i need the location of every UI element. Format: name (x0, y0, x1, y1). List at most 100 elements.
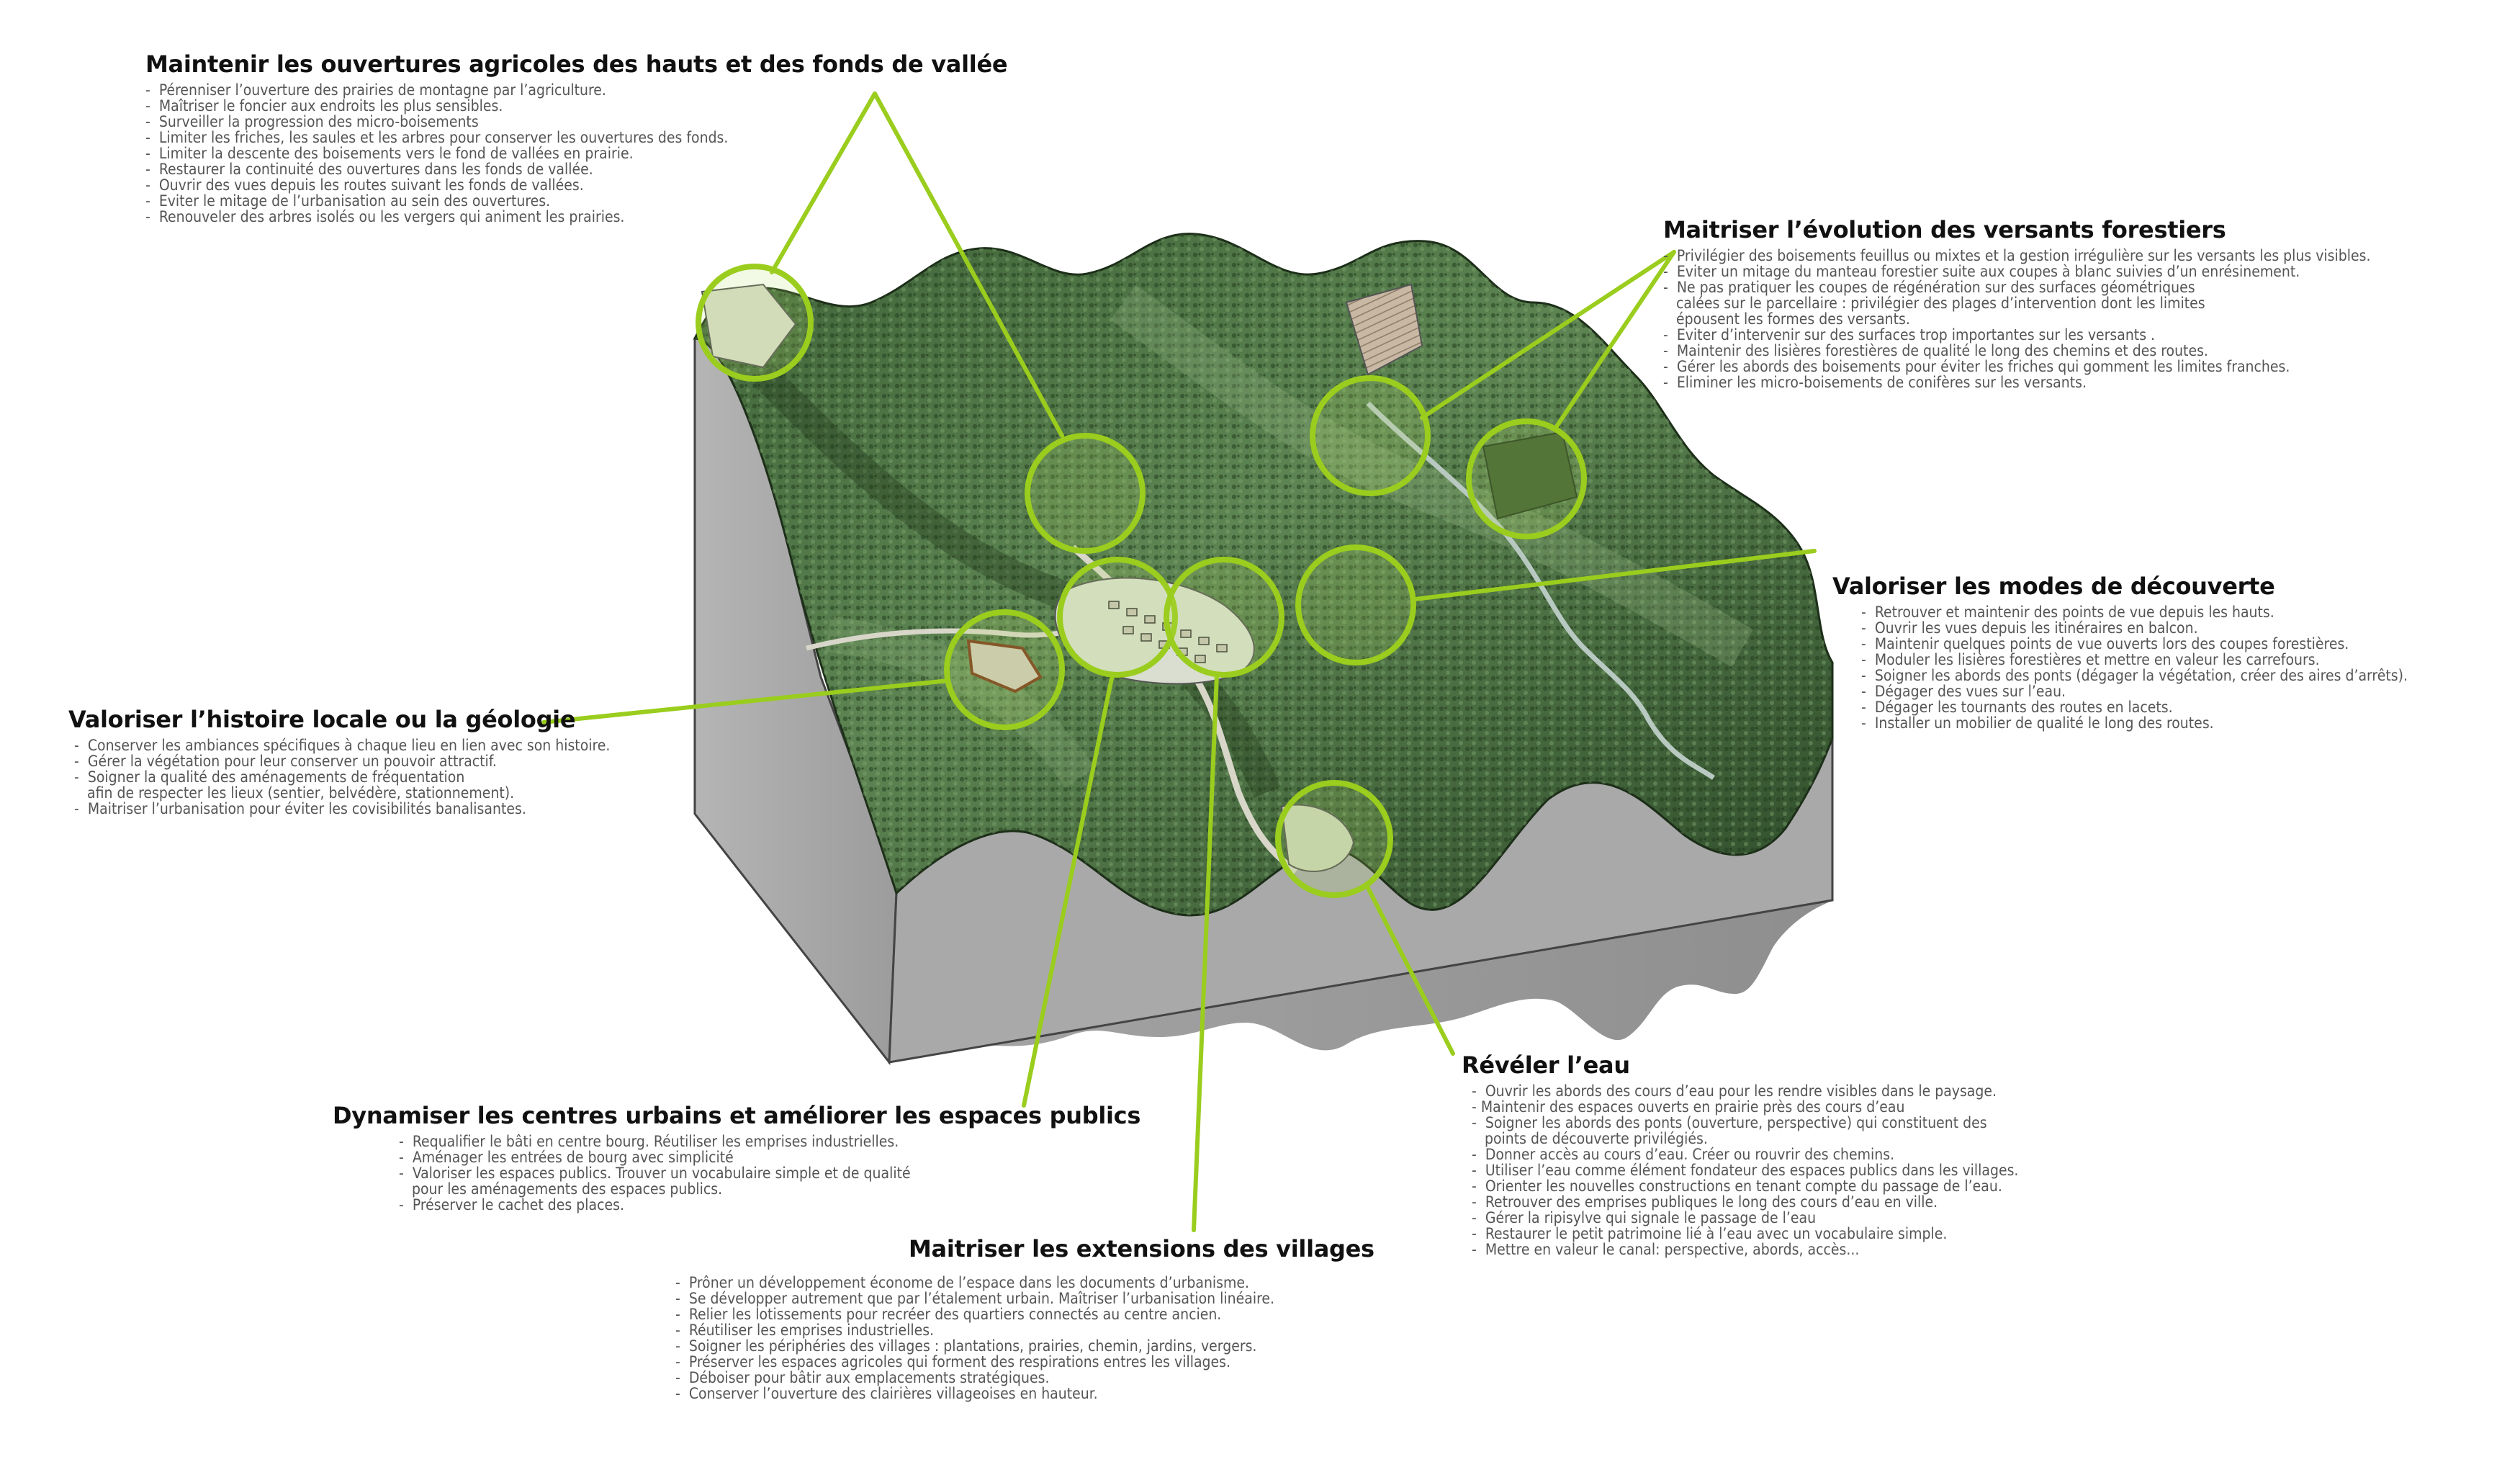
leader-extensions (1192, 673, 1219, 1232)
circle-forest-slope (1310, 375, 1431, 496)
list-item: - Eliminer les micro-boisements de conif… (1663, 374, 2087, 391)
list-item: - Donner accès au cours d’eau. Créer ou … (1472, 1146, 1895, 1163)
leader-histoire (541, 678, 950, 724)
list-item: - Maintenir quelques points de vue ouver… (1861, 635, 2349, 652)
list-item: - Limiter la descente des boisements ver… (145, 145, 634, 162)
block-list: - Conserver les ambiances spécifiques à … (68, 737, 610, 817)
list-item: - Retrouver des emprises publiques le lo… (1472, 1193, 1938, 1211)
list-item: - Privilégier des boisements feuillus ou… (1663, 247, 2371, 264)
block-title: Valoriser l’histoire locale ou la géolog… (68, 706, 576, 733)
list-item: - Ouvrir les abords des cours d’eau pour… (1472, 1082, 1997, 1100)
top-left-pasture (701, 283, 797, 369)
list-item: - Préserver les espaces agricoles qui fo… (675, 1353, 1230, 1370)
list-item: calées sur le parcellaire : privilégier … (1663, 295, 2205, 312)
block-centres: Dynamiser les centres urbains et amélior… (333, 1102, 1140, 1213)
block-list: - Requalifier le bâti en centre bourg. R… (333, 1134, 1140, 1213)
list-item: - Préserver le cachet des places. (399, 1196, 624, 1213)
list-item: - Renouveler des arbres isolés ou les ve… (145, 208, 625, 225)
circle-river-meadow (1275, 780, 1393, 898)
list-item: - Maintenir des lisières forestières de … (1663, 342, 2208, 359)
list-item: - Ne pas pratiquer les coupes de régénér… (1663, 279, 2195, 296)
list-item: - Conserver l’ouverture des clairières v… (675, 1385, 1098, 1402)
leader-decouverte (1413, 549, 1817, 601)
list-item: - Limiter les friches, les saules et les… (145, 129, 729, 146)
block-eau: Révéler l’eau - Ouvrir les abords des co… (1462, 1051, 2018, 1257)
circle-valley-opening (1025, 433, 1146, 554)
leader-centres (1022, 673, 1115, 1108)
list-item: - Surveiller la progression des micro-bo… (145, 113, 479, 130)
list-item: - Dégager les tournants des routes en la… (1861, 699, 2173, 716)
village-houses (1108, 601, 1228, 663)
list-item: - Orienter les nouvelles constructions e… (1472, 1177, 2002, 1195)
leader-versants-2 (1553, 250, 1676, 431)
list-item: - Soigner la qualité des aménagements de… (74, 768, 465, 786)
block-title: Maitriser l’évolution des versants fores… (1663, 216, 2226, 243)
circle-top-left-pasture (696, 264, 814, 382)
leader-ouvertures-1 (770, 91, 877, 274)
list-item: - Réutiliser les emprises industrielles. (675, 1322, 935, 1339)
block-list: - Prôner un développement économe de l’e… (675, 1275, 1274, 1401)
list-item: - Pérenniser l’ouverture des prairies de… (145, 81, 606, 99)
fortified-site (966, 639, 1043, 694)
list-item: - Soigner les périphéries des villages :… (675, 1337, 1257, 1355)
block-extensions: Maitriser les extensions des villages (909, 1235, 1374, 1267)
highlight-circles (696, 264, 1587, 898)
list-item: - Retrouver et maintenir des points de v… (1861, 604, 2274, 621)
list-item: - Eviter d’intervenir sur des surfaces t… (1663, 326, 2156, 344)
circle-conifer-patch (1466, 418, 1587, 539)
list-item: - Gérer la ripisylve qui signale le pass… (1472, 1209, 1817, 1226)
list-item: afin de respecter les lieux (sentier, be… (74, 784, 515, 802)
list-item: - Eviter le mitage de l’urbanisation au … (145, 192, 551, 210)
hillside-fields (1345, 283, 1423, 376)
list-item: - Aménager les entrées de bourg avec sim… (399, 1149, 734, 1166)
list-item: - Restaurer la continuité des ouvertures… (145, 161, 593, 178)
block-title: Révéler l’eau (1462, 1051, 1630, 1079)
list-item: épousent les formes des versants. (1663, 310, 1910, 328)
list-item: - Moduler les lisières forestières et me… (1861, 651, 2320, 668)
list-item: - Prôner un développement économe de l’e… (675, 1274, 1250, 1291)
block-title: Valoriser les modes de découverte (1832, 573, 2275, 600)
block-decouverte: Valoriser les modes de découverte - Retr… (1832, 573, 2408, 731)
list-item: - Valoriser les espaces publics. Trouver… (399, 1165, 911, 1182)
leader-versants-1 (1420, 250, 1676, 420)
leader-ouvertures-2 (873, 91, 1064, 438)
list-item: - Déboiser pour bâtir aux emplacements s… (675, 1369, 1050, 1386)
list-item: - Conserver les ambiances spécifiques à … (74, 737, 611, 754)
leader-lines (541, 91, 1817, 1232)
list-item: points de découverte privilégiés. (1472, 1130, 1708, 1147)
list-item: - Requalifier le bâti en centre bourg. R… (399, 1133, 899, 1150)
circle-viewpoint-road (1295, 544, 1416, 665)
ridge-light-2 (825, 616, 1095, 788)
block-ouvertures: Maintenir les ouvertures agricoles des h… (145, 50, 1008, 225)
list-item: - Soigner les abords des ponts (dégager … (1861, 667, 2408, 684)
leader-eau (1366, 886, 1455, 1056)
list-item: - Dégager des vues sur l’eau. (1861, 683, 2066, 700)
block-title: Dynamiser les centres urbains et amélior… (333, 1102, 1141, 1129)
list-item: - Installer un mobilier de qualité le lo… (1861, 714, 2214, 732)
block-list: - Privilégier des boisements feuillus ou… (1663, 248, 2371, 390)
list-item: - Eviter un mitage du manteau forestier … (1663, 263, 2300, 280)
valley-meadow (1280, 804, 1355, 872)
block-versants: Maitriser l’évolution des versants fores… (1663, 216, 2371, 390)
circle-historic-site (944, 609, 1065, 730)
ridge-light (1110, 284, 1753, 668)
circle-village-centre (1057, 557, 1178, 678)
conifer-patch (1482, 431, 1578, 520)
block-list: - Retrouver et maintenir des points de v… (1832, 604, 2408, 731)
river (1366, 401, 1715, 780)
block-extensions-list: - Prôner un développement économe de l’e… (675, 1275, 1274, 1401)
list-item: - Soigner les abords des ponts (ouvertur… (1472, 1114, 1987, 1131)
list-item: - Maîtriser le foncier aux endroits les … (145, 97, 503, 115)
list-item: - Utiliser l’eau comme élément fondateur… (1472, 1162, 2019, 1179)
block-histoire: Valoriser l’histoire locale ou la géolog… (68, 706, 610, 817)
block-list: - Ouvrir les abords des cours d’eau pour… (1462, 1083, 2018, 1257)
list-item: - Ouvrir des vues depuis les routes suiv… (145, 176, 584, 194)
list-item: - Relier les lotissements pour recréer d… (675, 1306, 1222, 1323)
list-item: - Restaurer le petit patrimoine lié à l’… (1472, 1225, 1948, 1242)
list-item: - Gérer les abords des boisements pour é… (1663, 358, 2290, 375)
block-title: Maintenir les ouvertures agricoles des h… (145, 50, 1008, 78)
circle-village-extension (1164, 557, 1284, 678)
list-item: - Maintenir des espaces ouverts en prair… (1472, 1098, 1905, 1116)
